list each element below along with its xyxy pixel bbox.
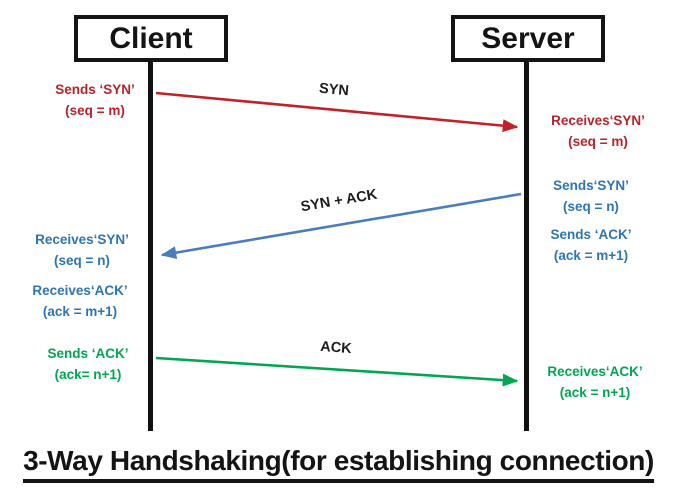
annotation-server-receives-syn: Receives‘SYN’ (seq = m) <box>533 110 663 152</box>
annotation-line: (ack = m+1) <box>553 248 629 263</box>
annotation-line: (ack = n+1) <box>559 385 631 400</box>
annotation-line: Receives‘ACK’ <box>32 283 128 298</box>
annotation-line: Receives‘ACK’ <box>547 364 643 379</box>
annotation-line: (seq = m) <box>65 103 125 118</box>
server-lifeline <box>524 60 529 431</box>
actor-label-server: Server <box>481 21 575 55</box>
syn-arrow <box>155 91 519 133</box>
annotation-client-receives-syn: Receives‘SYN’ (seq = n) <box>17 229 147 271</box>
annotation-line: Sends‘SYN’ <box>553 178 629 193</box>
annotation-client-sends-ack: Sends ‘ACK’ (ack= n+1) <box>23 343 153 385</box>
annotation-line: Receives‘SYN’ <box>551 113 645 128</box>
annotation-line: Sends ‘SYN’ <box>55 82 135 97</box>
annotation-line: (seq = m) <box>568 134 628 149</box>
actor-label-client: Client <box>109 21 193 55</box>
diagram-title-row: 3-Way Handshaking(for establishing conne… <box>0 445 677 483</box>
annotation-line: (ack = m+1) <box>42 304 118 319</box>
ack-arrow <box>155 356 519 387</box>
annotation-client-receives-ack: Receives‘ACK’ (ack = m+1) <box>15 280 145 322</box>
annotation-line: Receives‘SYN’ <box>35 232 129 247</box>
annotation-server-receives-ack: Receives‘ACK’ (ack = n+1) <box>530 361 660 403</box>
actor-box-client: Client <box>74 15 228 62</box>
annotation-client-sends-syn: Sends ‘SYN’ (seq = m) <box>30 79 160 121</box>
client-lifeline <box>148 60 153 431</box>
annotation-server-sends-syn: Sends‘SYN’ (seq = n) <box>526 175 656 217</box>
annotation-line: Sends ‘ACK’ <box>47 346 129 361</box>
annotation-line: (seq = n) <box>563 199 619 214</box>
diagram-title: 3-Way Handshaking(for establishing conne… <box>23 445 654 483</box>
annotation-line: Sends ‘ACK’ <box>550 227 632 242</box>
syn-ack-arrow <box>160 192 522 260</box>
annotation-server-sends-ack: Sends ‘ACK’ (ack = m+1) <box>526 224 656 266</box>
annotation-line: (ack= n+1) <box>54 367 122 382</box>
annotation-line: (seq = n) <box>54 253 110 268</box>
